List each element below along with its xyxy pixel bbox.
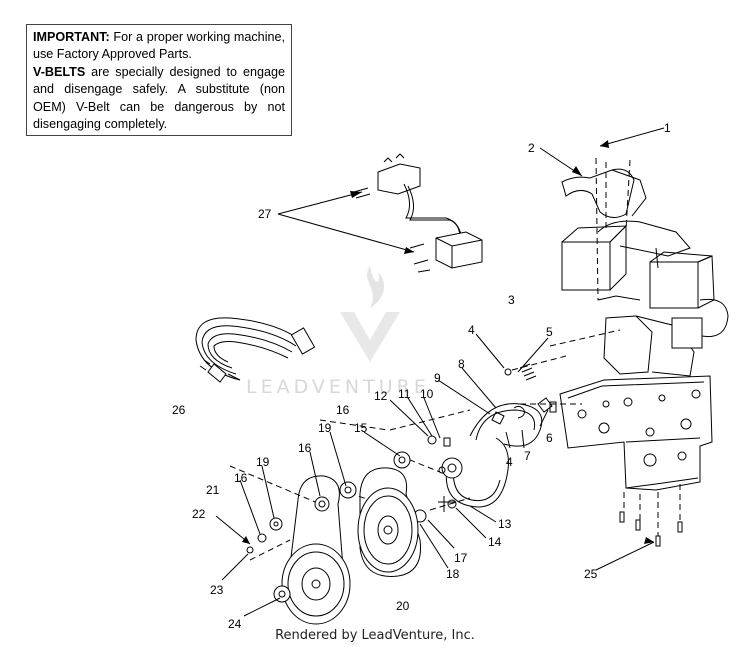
callout-16-upper: 16 xyxy=(336,403,350,417)
leader-arrowheads xyxy=(242,140,654,544)
notice-vbelts-text: are specially designed to engage and dis… xyxy=(33,64,285,132)
callout-13: 13 xyxy=(498,517,512,531)
callout-6: 6 xyxy=(546,431,553,445)
callout-16-left: 16 xyxy=(234,471,248,485)
callout-25: 25 xyxy=(584,567,598,581)
callout-7: 7 xyxy=(524,449,531,463)
important-notice-box: IMPORTANT: For a proper working machine,… xyxy=(26,24,292,136)
callout-19-left: 19 xyxy=(256,455,270,469)
notice-important-label: IMPORTANT: xyxy=(33,30,110,44)
footer-credit: Rendered by LeadVenture, Inc. xyxy=(275,628,475,643)
callout-12: 12 xyxy=(374,389,388,403)
callout-17: 17 xyxy=(454,551,468,565)
callout-numbers: 1 2 3 4 4 5 6 7 8 9 10 11 12 13 14 15 16… xyxy=(172,121,671,631)
callout-8: 8 xyxy=(458,357,465,371)
engine-assembly xyxy=(561,168,729,377)
callout-19-upper: 19 xyxy=(318,421,332,435)
extension-cord xyxy=(195,317,316,383)
callout-22: 22 xyxy=(192,507,206,521)
electric-starter-assembly xyxy=(353,153,483,273)
callout-15: 15 xyxy=(354,421,368,435)
callout-14: 14 xyxy=(488,535,502,549)
chassis-bolts xyxy=(619,511,683,547)
assembly-guide-lines xyxy=(229,157,681,561)
callout-26: 26 xyxy=(172,403,186,417)
notice-important-text: For a proper working machine, use Factor… xyxy=(33,30,285,62)
callout-16-middle: 16 xyxy=(298,441,312,455)
leader-lines xyxy=(215,127,665,617)
callout-1: 1 xyxy=(664,121,671,135)
callout-3: 3 xyxy=(508,293,515,307)
callout-11: 11 xyxy=(398,387,411,401)
callout-4-upper: 4 xyxy=(468,323,475,337)
callout-20: 20 xyxy=(396,599,410,613)
callout-10: 10 xyxy=(420,387,434,401)
callout-23: 23 xyxy=(210,583,224,597)
notice-vbelts-label: V-BELTS xyxy=(33,64,86,79)
callout-18: 18 xyxy=(446,567,460,581)
callout-27: 27 xyxy=(258,207,272,221)
callout-2: 2 xyxy=(528,141,535,155)
callout-4-lower: 4 xyxy=(506,455,513,469)
callout-24: 24 xyxy=(228,617,242,631)
callout-5: 5 xyxy=(546,325,553,339)
drive-pulleys xyxy=(246,451,422,625)
callout-9: 9 xyxy=(434,371,441,385)
v-belt-idler-assembly xyxy=(413,363,557,523)
callout-21: 21 xyxy=(206,483,220,497)
leadventure-watermark: LEADVENTURE xyxy=(246,376,430,398)
chassis-frame xyxy=(559,375,713,491)
leadventure-logo-watermark xyxy=(340,266,400,362)
